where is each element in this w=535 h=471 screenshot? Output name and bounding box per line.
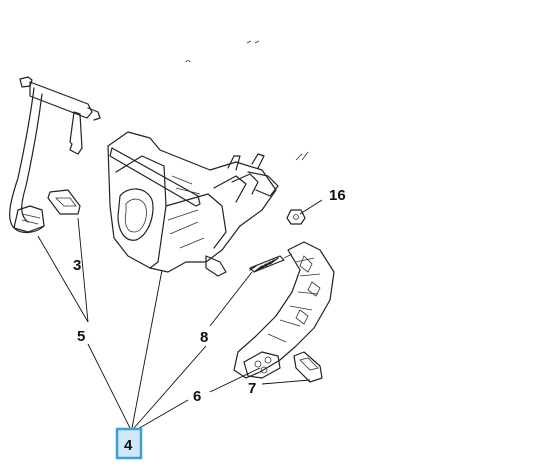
callout-8: 8 xyxy=(200,329,208,346)
clutch-pedal-arm xyxy=(9,76,101,234)
pedal-bracket-housing xyxy=(107,131,309,277)
callout-5: 5 xyxy=(77,328,85,345)
callout-3: 3 xyxy=(73,257,81,274)
brake-pedal-arm xyxy=(233,241,335,379)
callout-7: 7 xyxy=(248,380,256,397)
callout-4: 4 xyxy=(124,437,133,454)
callout-16: 16 xyxy=(329,187,346,204)
faint-marks xyxy=(185,40,260,63)
washer-part xyxy=(286,209,306,225)
leader-lines xyxy=(37,199,323,431)
callout-labels: 3 5 8 16 7 6 4 xyxy=(73,187,346,454)
return-spring xyxy=(249,253,293,273)
callout-6: 6 xyxy=(193,388,201,405)
highlight-box xyxy=(115,427,143,460)
pedal-pad-clip xyxy=(47,189,81,215)
brake-pad-clip xyxy=(293,351,323,383)
